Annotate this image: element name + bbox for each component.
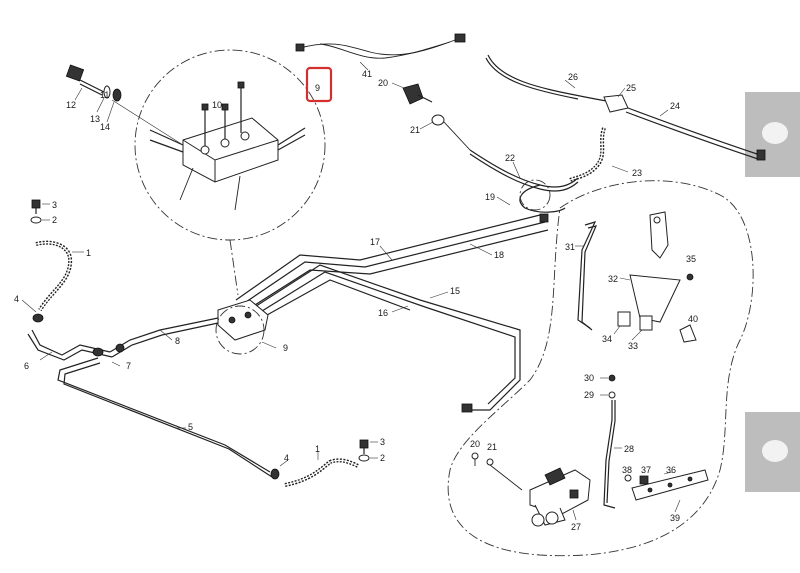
callout-label-21-bottom: 21: [487, 442, 497, 452]
callout-label-26: 26: [568, 72, 578, 82]
callout-label-25: 25: [626, 83, 636, 93]
callout-label-15: 15: [450, 286, 460, 296]
detail-circle-junction: [111, 49, 326, 296]
callout-label-35: 35: [686, 254, 696, 264]
subassembly-boundary: [447, 180, 754, 557]
callout-label-4-bottom: 4: [284, 453, 289, 463]
callout-label-6: 6: [24, 361, 29, 371]
callout-label-33: 33: [628, 341, 638, 351]
callout-label-17: 17: [370, 237, 380, 247]
tee-assembly-19-22: [469, 149, 579, 213]
callout-label-1-bottom: 1: [315, 444, 320, 454]
callout-label-34: 34: [602, 334, 612, 344]
bolt-assembly-12-13-14: [65, 64, 122, 123]
callout-label-24: 24: [670, 101, 680, 111]
callout-label-32: 32: [608, 274, 618, 284]
callout-label-16: 16: [378, 308, 388, 318]
callout-label-27: 27: [571, 522, 581, 532]
highlight-box-callout-9: [305, 66, 333, 103]
callout-label-20-top: 20: [378, 78, 388, 88]
callout-label-3-bottom: 3: [380, 437, 385, 447]
callout-labels: 9 10 11 12 13 14 41 20 21 26 25 24 23 22…: [14, 69, 698, 532]
callout-label-18: 18: [494, 250, 504, 260]
callout-label-3-top: 3: [52, 200, 57, 210]
hose-assembly-1-bottom: [284, 439, 378, 487]
callout-label-36: 36: [666, 465, 676, 475]
callout-label-7: 7: [126, 361, 131, 371]
callout-label-29: 29: [584, 390, 594, 400]
callout-label-20-bottom: 20: [470, 439, 480, 449]
callout-label-39: 39: [670, 513, 680, 523]
brake-pipe-5: [57, 357, 289, 480]
scan-artifact-top: [745, 92, 800, 177]
linkage-assembly-31-40: [575, 211, 697, 343]
callout-label-38: 38: [622, 465, 632, 475]
callout-label-9-top: 9: [315, 83, 320, 93]
callout-label-23: 23: [632, 168, 642, 178]
callout-label-13: 13: [90, 114, 100, 124]
callout-label-37: 37: [641, 465, 651, 475]
callout-label-2-bottom: 2: [380, 453, 385, 463]
callout-label-30: 30: [584, 373, 594, 383]
callout-label-31: 31: [565, 242, 575, 252]
callout-label-11: 11: [100, 90, 109, 100]
brake-pipes-main: [235, 213, 549, 413]
callout-label-2-top: 2: [52, 215, 57, 225]
callout-label-12: 12: [66, 100, 76, 110]
callout-label-22: 22: [505, 153, 515, 163]
callout-label-9-bottom: 9: [283, 343, 288, 353]
junction-block-9: [215, 299, 277, 355]
callout-label-19: 19: [485, 192, 495, 202]
callout-label-1-top: 1: [86, 248, 91, 258]
callout-label-41: 41: [362, 69, 372, 79]
master-cylinder-27: [471, 452, 591, 527]
wire-harness-41: [295, 33, 466, 71]
callout-label-40: 40: [688, 314, 698, 324]
callout-label-4-top: 4: [14, 294, 19, 304]
callout-label-10: 10: [212, 100, 222, 110]
scan-artifact-bottom: [745, 412, 800, 492]
callout-label-14: 14: [100, 122, 110, 132]
callout-label-5: 5: [188, 422, 193, 432]
hose-assembly-23-26: [485, 54, 766, 182]
plate-assembly-36-39: [624, 469, 709, 513]
switch-assembly-20-21-top: [391, 82, 471, 151]
rod-assembly-28-30: [600, 374, 622, 509]
callout-label-8: 8: [175, 336, 180, 346]
callout-label-28: 28: [624, 444, 634, 454]
left-brake-line: [21, 199, 219, 367]
callout-label-21-top: 21: [410, 125, 420, 135]
